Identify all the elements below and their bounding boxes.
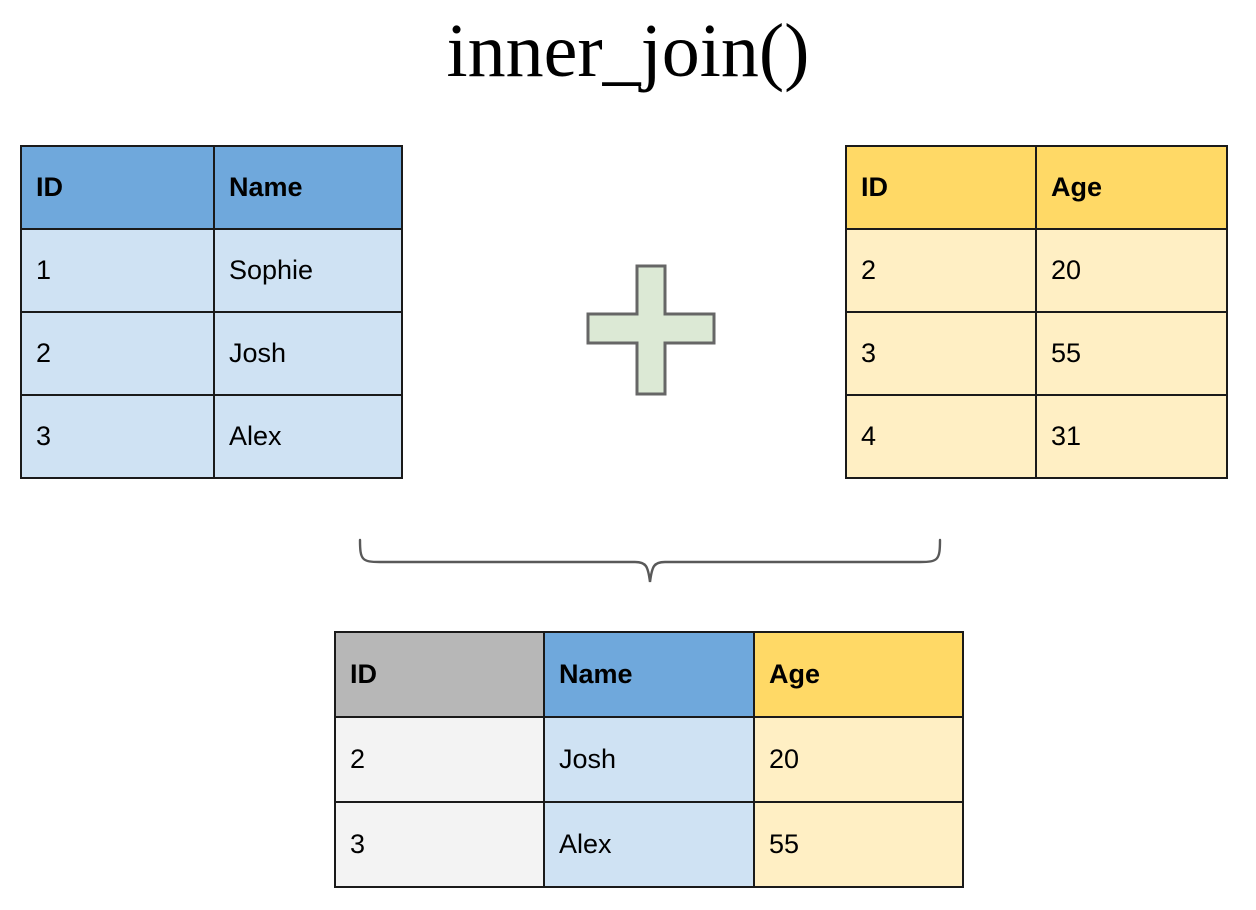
cell-id: 2 bbox=[20, 311, 215, 396]
column-header-id: ID bbox=[845, 145, 1037, 230]
page-title: inner_join() bbox=[446, 9, 810, 93]
cell-age: 20 bbox=[753, 716, 964, 803]
column-header-name: Name bbox=[543, 631, 755, 718]
table-row: 3 Alex 55 bbox=[334, 801, 964, 888]
cell-id: 1 bbox=[20, 228, 215, 313]
cell-name: Sophie bbox=[213, 228, 403, 313]
cell-age: 55 bbox=[1035, 311, 1228, 396]
cell-id: 2 bbox=[845, 228, 1037, 313]
cell-name: Alex bbox=[213, 394, 403, 479]
cell-name: Alex bbox=[543, 801, 755, 888]
table-row: 3 Alex bbox=[20, 394, 403, 479]
cell-name: Josh bbox=[543, 716, 755, 803]
table-header-row: ID Name bbox=[20, 145, 403, 230]
cell-age: 20 bbox=[1035, 228, 1228, 313]
table-row: 2 Josh bbox=[20, 311, 403, 396]
result-table: ID Name Age 2 Josh 20 3 Alex 55 bbox=[334, 631, 964, 888]
column-header-age: Age bbox=[753, 631, 964, 718]
column-header-id: ID bbox=[334, 631, 545, 718]
plus-icon bbox=[586, 264, 716, 396]
cell-name: Josh bbox=[213, 311, 403, 396]
table-header-row: ID Age bbox=[845, 145, 1228, 230]
table-row: 1 Sophie bbox=[20, 228, 403, 313]
right-input-table: ID Age 2 20 3 55 4 31 bbox=[845, 145, 1228, 479]
table-row: 2 Josh 20 bbox=[334, 716, 964, 803]
table-row: 3 55 bbox=[845, 311, 1228, 396]
cell-id: 3 bbox=[20, 394, 215, 479]
curly-brace-down-icon bbox=[350, 530, 950, 596]
column-header-age: Age bbox=[1035, 145, 1228, 230]
column-header-id: ID bbox=[20, 145, 215, 230]
cell-id: 2 bbox=[334, 716, 545, 803]
left-input-table: ID Name 1 Sophie 2 Josh 3 Alex bbox=[20, 145, 403, 479]
cell-id: 3 bbox=[334, 801, 545, 888]
table-row: 2 20 bbox=[845, 228, 1228, 313]
column-header-name: Name bbox=[213, 145, 403, 230]
cell-age: 55 bbox=[753, 801, 964, 888]
table-row: 4 31 bbox=[845, 394, 1228, 479]
cell-id: 3 bbox=[845, 311, 1037, 396]
cell-age: 31 bbox=[1035, 394, 1228, 479]
cell-id: 4 bbox=[845, 394, 1037, 479]
table-header-row: ID Name Age bbox=[334, 631, 964, 718]
